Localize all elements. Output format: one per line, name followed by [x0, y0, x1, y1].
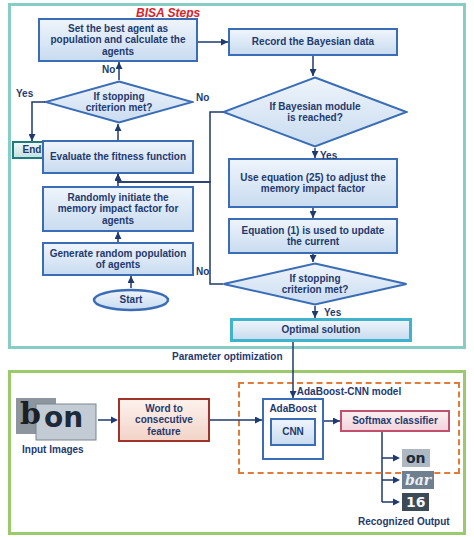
- output-image-text: on: [402, 449, 430, 467]
- node-text: Generate random population of agents: [49, 248, 187, 271]
- edge-label: Parameter optimization: [172, 351, 283, 362]
- edge-label: No: [196, 266, 209, 277]
- node-text: Record the Bayesian data: [252, 36, 374, 48]
- cnn-box: CNN: [270, 418, 316, 446]
- model-panel: [10, 372, 465, 534]
- process-box: Use equation (25) to adjust the memory i…: [228, 158, 398, 208]
- flow-connector: [324, 420, 340, 422]
- node-text: AdaBoost-CNN model: [240, 386, 458, 398]
- process-box: Randomly initiate the memory impact fact…: [42, 186, 194, 232]
- ellipse-shape: [94, 290, 168, 310]
- caption-label: Recognized Output: [358, 516, 450, 527]
- output-image-text: bar: [402, 471, 434, 489]
- diamond-shape: [46, 82, 193, 123]
- edge-label: Yes: [324, 307, 341, 318]
- arrow-head: [111, 417, 118, 424]
- input-image-text: b: [20, 398, 41, 430]
- output-image-text: 16: [402, 493, 429, 511]
- node-text: If Bayesian module is reached?: [268, 101, 362, 124]
- node-text: Word to consecutive feature: [124, 403, 204, 438]
- decision-diamond: If Bayesian module is reached?: [222, 76, 408, 148]
- node-text: Equation (1) is used to update the curre…: [235, 225, 391, 248]
- node-text: AdaBoost: [264, 403, 322, 415]
- decision-diamond: If stopping criterion met?: [44, 80, 194, 124]
- process-box: Set the best agent as population and cal…: [38, 18, 198, 62]
- arrow-head: [393, 455, 400, 462]
- edge-label: Yes: [320, 150, 337, 161]
- node-text: CNN: [282, 426, 304, 438]
- flow-connector: [292, 342, 294, 398]
- diamond-shape: [224, 78, 407, 147]
- result-box: Optimal solution: [230, 318, 412, 342]
- diamond-shape: [224, 264, 407, 305]
- node-text: Set the best agent as population and cal…: [45, 23, 191, 58]
- process-box: Evaluate the fitness function: [42, 140, 194, 174]
- caption-label: Input Images: [22, 444, 84, 455]
- node-text: Use equation (25) to adjust the memory i…: [235, 172, 391, 195]
- node-text: Randomly initiate the memory impact fact…: [49, 192, 187, 227]
- node-text: If stopping criterion met?: [272, 273, 358, 296]
- input-arrow: [98, 419, 113, 421]
- adaboost-box: AdaBoostCNN: [262, 398, 324, 460]
- process-box: Equation (1) is used to update the curre…: [228, 218, 398, 254]
- classifier-box: Softmax classifier: [340, 410, 450, 432]
- decision-diamond: If stopping criterion met?: [222, 262, 408, 306]
- edge-label: Yes: [16, 88, 33, 99]
- edge-label: No: [196, 92, 209, 103]
- process-box: Generate random population of agents: [42, 242, 194, 276]
- node-text: Optimal solution: [282, 324, 361, 336]
- start-ellipse: Start: [92, 288, 170, 312]
- flow-connector: [210, 419, 262, 421]
- bisa-panel: BISA StepsSet the best agent as populati…: [8, 3, 466, 349]
- node-text: If stopping criterion met?: [78, 91, 160, 114]
- node-text: Softmax classifier: [352, 415, 438, 427]
- node-text: Evaluate the fitness function: [50, 151, 186, 163]
- feature-box: Word to consecutive feature: [118, 398, 210, 442]
- arrow-head: [393, 477, 400, 484]
- process-box: Record the Bayesian data: [228, 28, 398, 56]
- node-text: Start: [120, 294, 143, 306]
- edge-label: No: [102, 64, 115, 75]
- output-trunk: [381, 432, 383, 502]
- node-text: End: [23, 144, 42, 156]
- arrow-head: [393, 499, 400, 506]
- input-image-text: on: [44, 402, 83, 434]
